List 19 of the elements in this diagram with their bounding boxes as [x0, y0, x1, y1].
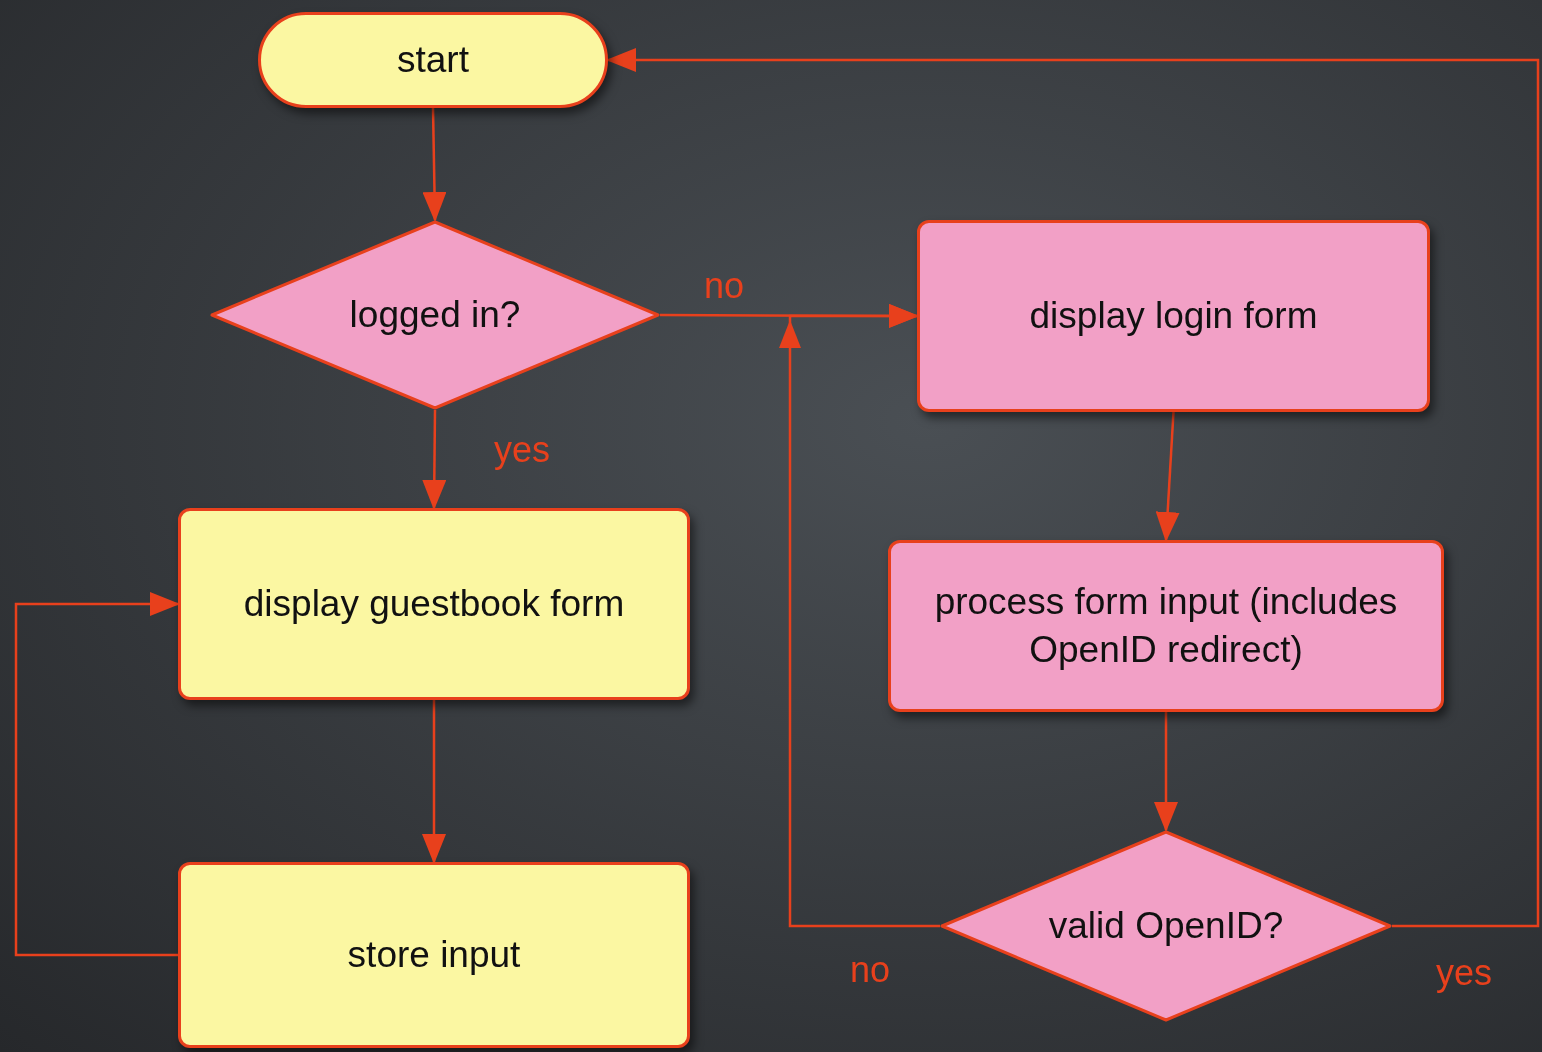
arrow — [606, 48, 1540, 928]
arrow — [779, 304, 940, 928]
process-box: process form input (includes OpenID redirect) — [888, 540, 1444, 712]
process-box: store input — [178, 862, 690, 1048]
decision-diamond: logged in? — [210, 220, 660, 410]
arrow — [1154, 712, 1178, 832]
edge-label: no — [849, 952, 892, 988]
process-box: display login form — [917, 220, 1430, 412]
decision-diamond: valid OpenID? — [940, 830, 1392, 1022]
arrow — [422, 700, 446, 864]
edge-label: yes — [493, 432, 552, 468]
arrow — [422, 107, 447, 222]
edge-label: yes — [1435, 955, 1494, 991]
arrow — [14, 592, 180, 957]
edge-label: no — [703, 268, 746, 304]
arrow — [422, 410, 447, 510]
start-terminal: start — [258, 12, 608, 108]
arrow — [1155, 411, 1180, 542]
process-box: display guestbook form — [178, 508, 690, 700]
